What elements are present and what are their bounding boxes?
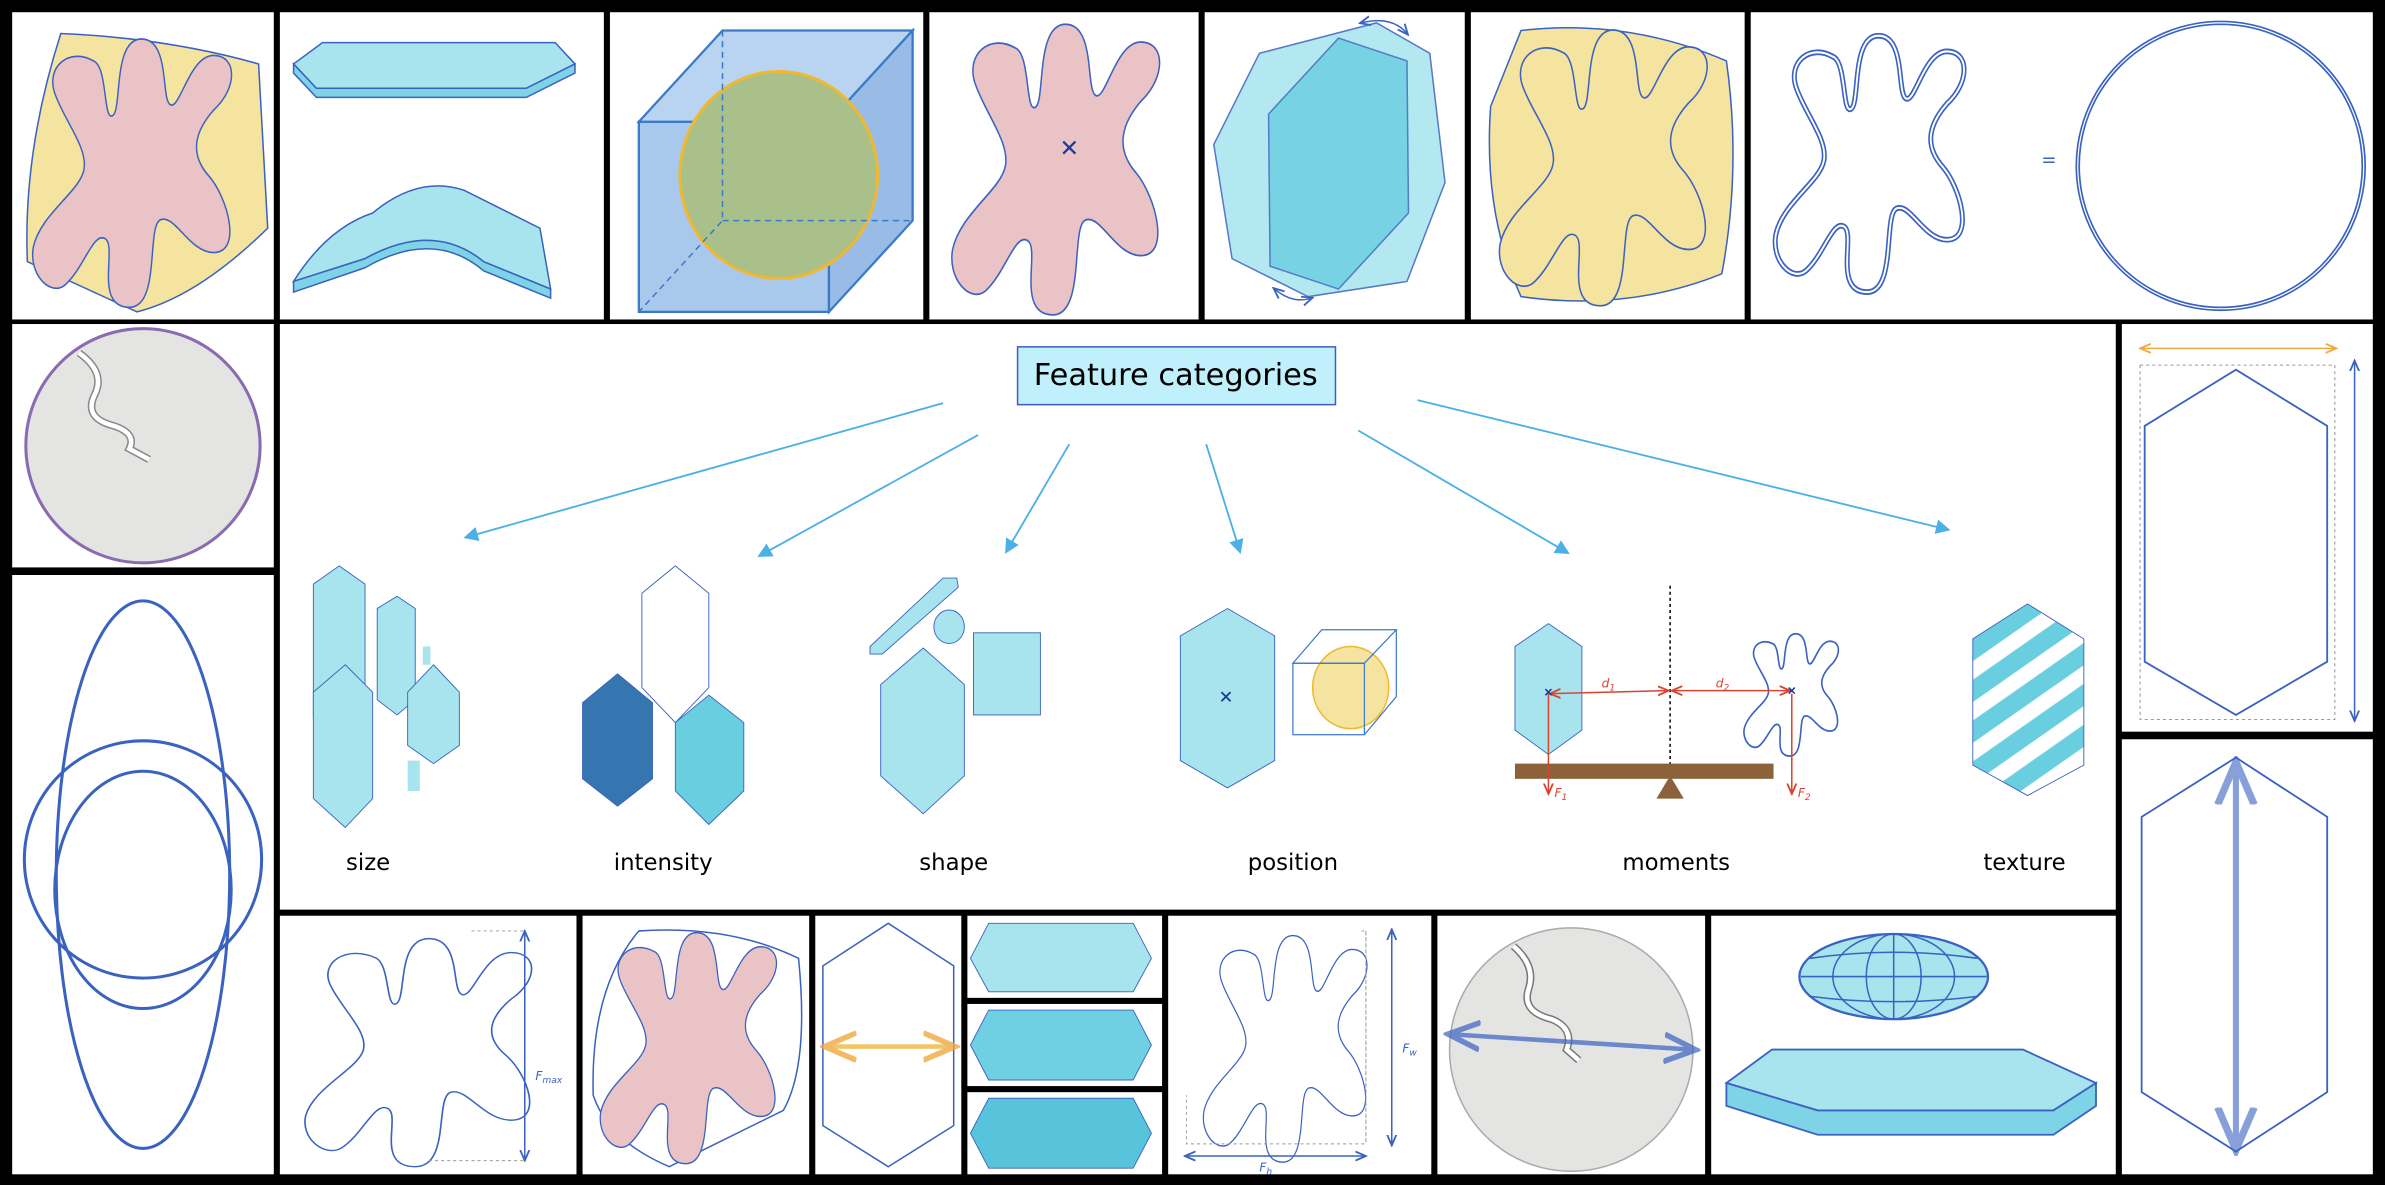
label-feret-h: Fh — [1259, 1160, 1272, 1177]
arrow-to-texture — [1417, 399, 1951, 534]
panel-rotated-hexagons — [1204, 12, 1465, 320]
category-label-texture: texture — [1983, 850, 2065, 876]
moments-icon: d1 d2 F1 F2 — [1514, 585, 1840, 803]
label-d2: d2 — [1716, 677, 1730, 694]
panel-euler-number — [12, 324, 274, 568]
panel-circularity: = — [1750, 12, 2373, 320]
panel-bounding-cube — [609, 12, 924, 320]
panel-convex-hull — [12, 12, 274, 320]
panel-feret-w-h: Fw Fh — [1168, 915, 1432, 1177]
panel-major-axis — [2121, 739, 2373, 1175]
label-feret-max: Fmax — [535, 1069, 562, 1086]
title-box — [1016, 346, 1337, 406]
panel-bounding-box-size — [2121, 324, 2373, 732]
intensity-icon — [582, 565, 745, 826]
label-feret-w: Fw — [1402, 1042, 1417, 1059]
category-label-intensity: intensity — [614, 850, 713, 876]
panel-min-feret — [815, 915, 962, 1175]
category-label-moments: moments — [1622, 850, 1730, 876]
panel-flat-and-curved-prism — [279, 12, 604, 320]
equals-sign: = — [2041, 150, 2056, 171]
panel-feret-max: Fmax — [279, 915, 577, 1175]
diagram-title: Feature categories — [1034, 358, 1318, 393]
size-icon — [312, 565, 460, 829]
panel-solidity — [1470, 12, 1745, 320]
category-label-position: position — [1248, 850, 1338, 876]
label-F1: F1 — [1555, 786, 1568, 803]
texture-icon — [1972, 603, 2085, 797]
label-F2: F2 — [1798, 786, 1811, 803]
panel-centroid — [929, 12, 1199, 320]
panel-ellipsoid-and-prism — [1711, 915, 2116, 1175]
panel-max-diameter — [1437, 915, 1706, 1175]
panel-ellipse-fit — [12, 575, 274, 1175]
arrow-to-size — [463, 402, 944, 542]
category-label-shape: shape — [919, 850, 988, 876]
panel-intensity-levels — [967, 915, 1163, 1175]
position-icon — [1179, 607, 1398, 789]
arrow-to-moments — [1357, 429, 1570, 555]
category-label-size: size — [346, 850, 390, 876]
arrow-to-shape — [1005, 443, 1071, 554]
shape-icon — [869, 577, 1041, 815]
arrow-to-intensity — [757, 434, 979, 557]
arrow-to-position — [1205, 443, 1244, 555]
panel-convex-hull-2 — [582, 915, 810, 1175]
label-d1: d1 — [1602, 677, 1616, 694]
feature-categories-panel: Feature categories size intensity shape — [279, 324, 2116, 910]
